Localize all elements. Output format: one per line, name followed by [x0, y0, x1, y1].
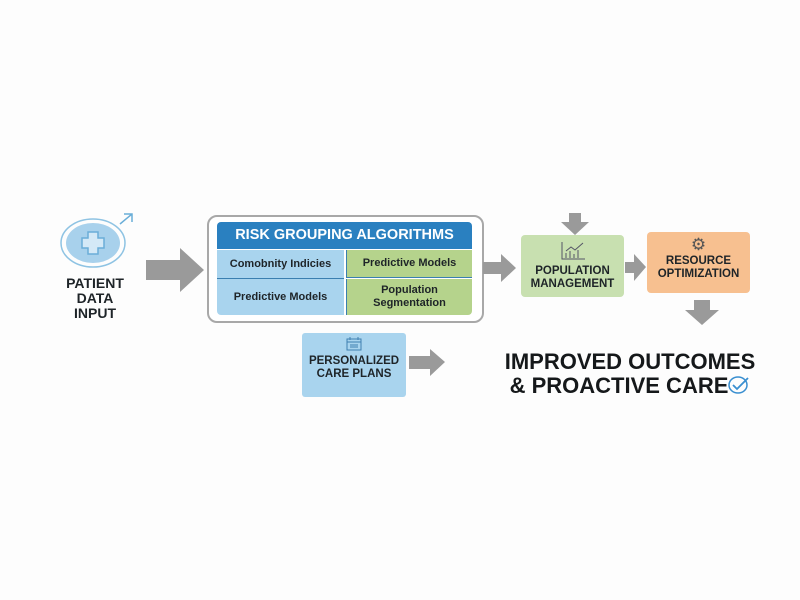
personalized-care-plans-box: PERSONALIZED CARE PLANS [302, 333, 406, 397]
label-line: PERSONALIZED [308, 355, 400, 367]
cell-predictive-models: Predictive Models [217, 279, 344, 315]
calendar-icon [346, 337, 362, 351]
population-management-box: POPULATION MANAGEMENT [521, 235, 624, 297]
arrow-down-icon [685, 300, 719, 325]
bar-chart-icon [561, 242, 585, 260]
cell-predictive-models: Predictive Models [346, 250, 472, 278]
label-line: MANAGEMENT [530, 278, 615, 290]
check-circle-icon [728, 376, 750, 394]
male-symbol-icon [119, 213, 133, 225]
resource-optimization-box: ⚙ RESOURCE OPTIMIZATION [647, 232, 750, 293]
label-line: PATIENT [66, 275, 124, 291]
label-line: OPTIMIZATION [657, 268, 740, 280]
arrow-right-icon [483, 254, 516, 282]
medical-cross-icon [81, 231, 105, 255]
heading-line: & PROACTIVE CARE [509, 373, 729, 398]
patient-data-input-label: PATIENT DATA INPUT [55, 276, 135, 321]
arrow-right-icon [146, 248, 204, 292]
heading-line: IMPROVED OUTCOMES [504, 349, 756, 374]
cell-population-segmentation: Population Segmentation [346, 279, 472, 315]
arrow-down-icon [561, 213, 589, 235]
label-line: RESOURCE [665, 255, 732, 267]
arrow-right-icon [409, 349, 445, 376]
cell-comorbidity-indices: Comobnity Indicies [217, 250, 344, 279]
patient-icon [60, 213, 133, 268]
risk-grouping-title: RISK GROUPING ALGORITHMS [217, 222, 472, 249]
arrow-right-icon [625, 254, 646, 281]
label-line: INPUT [74, 305, 116, 321]
improved-outcomes-heading: IMPROVED OUTCOMES & PROACTIVE CARE [470, 350, 790, 398]
gear-icon: ⚙ [690, 235, 707, 254]
label-line: POPULATION [535, 265, 610, 277]
label-line: DATA [76, 290, 114, 306]
label-line: CARE PLANS [316, 368, 392, 380]
